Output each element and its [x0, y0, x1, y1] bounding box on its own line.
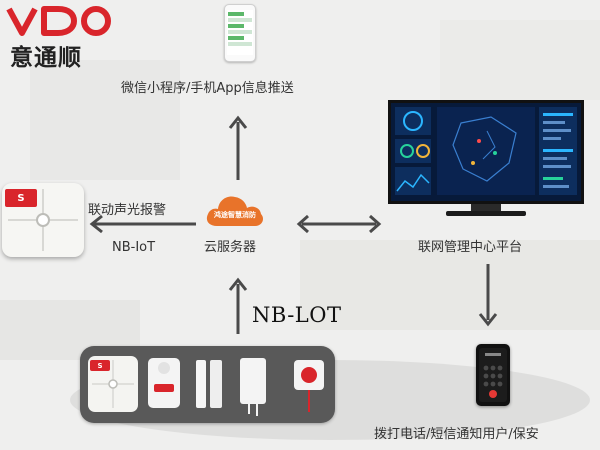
cloud-brand-text: 鸿途智慧消防	[214, 211, 256, 219]
arrow-down-icon	[478, 264, 498, 327]
arrow-left-icon	[89, 214, 196, 234]
label-app-push: 微信小程序/手机App信息推送	[121, 81, 294, 96]
brand-logo: 意通顺	[4, 4, 122, 71]
emergency-button-device	[294, 360, 324, 390]
label-notify: 拨打电话/短信通知用户/保安	[374, 427, 539, 442]
sensor-devices-tray: S	[80, 346, 335, 423]
brand-badge-icon: S	[90, 360, 110, 371]
label-alarm: 联动声光报警	[88, 203, 167, 218]
arrow-up-icon	[228, 115, 248, 180]
phone-call-screen	[476, 344, 510, 406]
phone-app-screen	[224, 4, 256, 62]
label-nbiot: NB-IoT	[112, 240, 156, 255]
gateway-device-mini: S	[88, 356, 138, 412]
arrow-up-icon	[228, 277, 248, 334]
cloud-server-icon: 鸿途智慧消防	[203, 192, 267, 228]
alarm-gateway-device: S	[2, 183, 84, 257]
smoke-detector-device	[148, 358, 180, 408]
brand-name: 意通顺	[10, 44, 82, 71]
water-sensor-device	[240, 358, 266, 416]
label-platform: 联网管理中心平台	[418, 240, 523, 255]
dashboard-screen	[388, 100, 584, 204]
vdo-logo-mark	[6, 6, 111, 36]
label-cloud-server: 云服务器	[204, 240, 257, 255]
door-sensor-magnet	[210, 360, 222, 408]
brand-badge-icon: S	[5, 189, 37, 207]
door-sensor-device	[196, 360, 206, 408]
label-nb-lot: NB-LOT	[252, 303, 342, 327]
emergency-button-cord	[308, 390, 310, 412]
arrow-bidirectional-icon	[296, 214, 382, 234]
monitoring-platform-monitor	[388, 100, 584, 222]
